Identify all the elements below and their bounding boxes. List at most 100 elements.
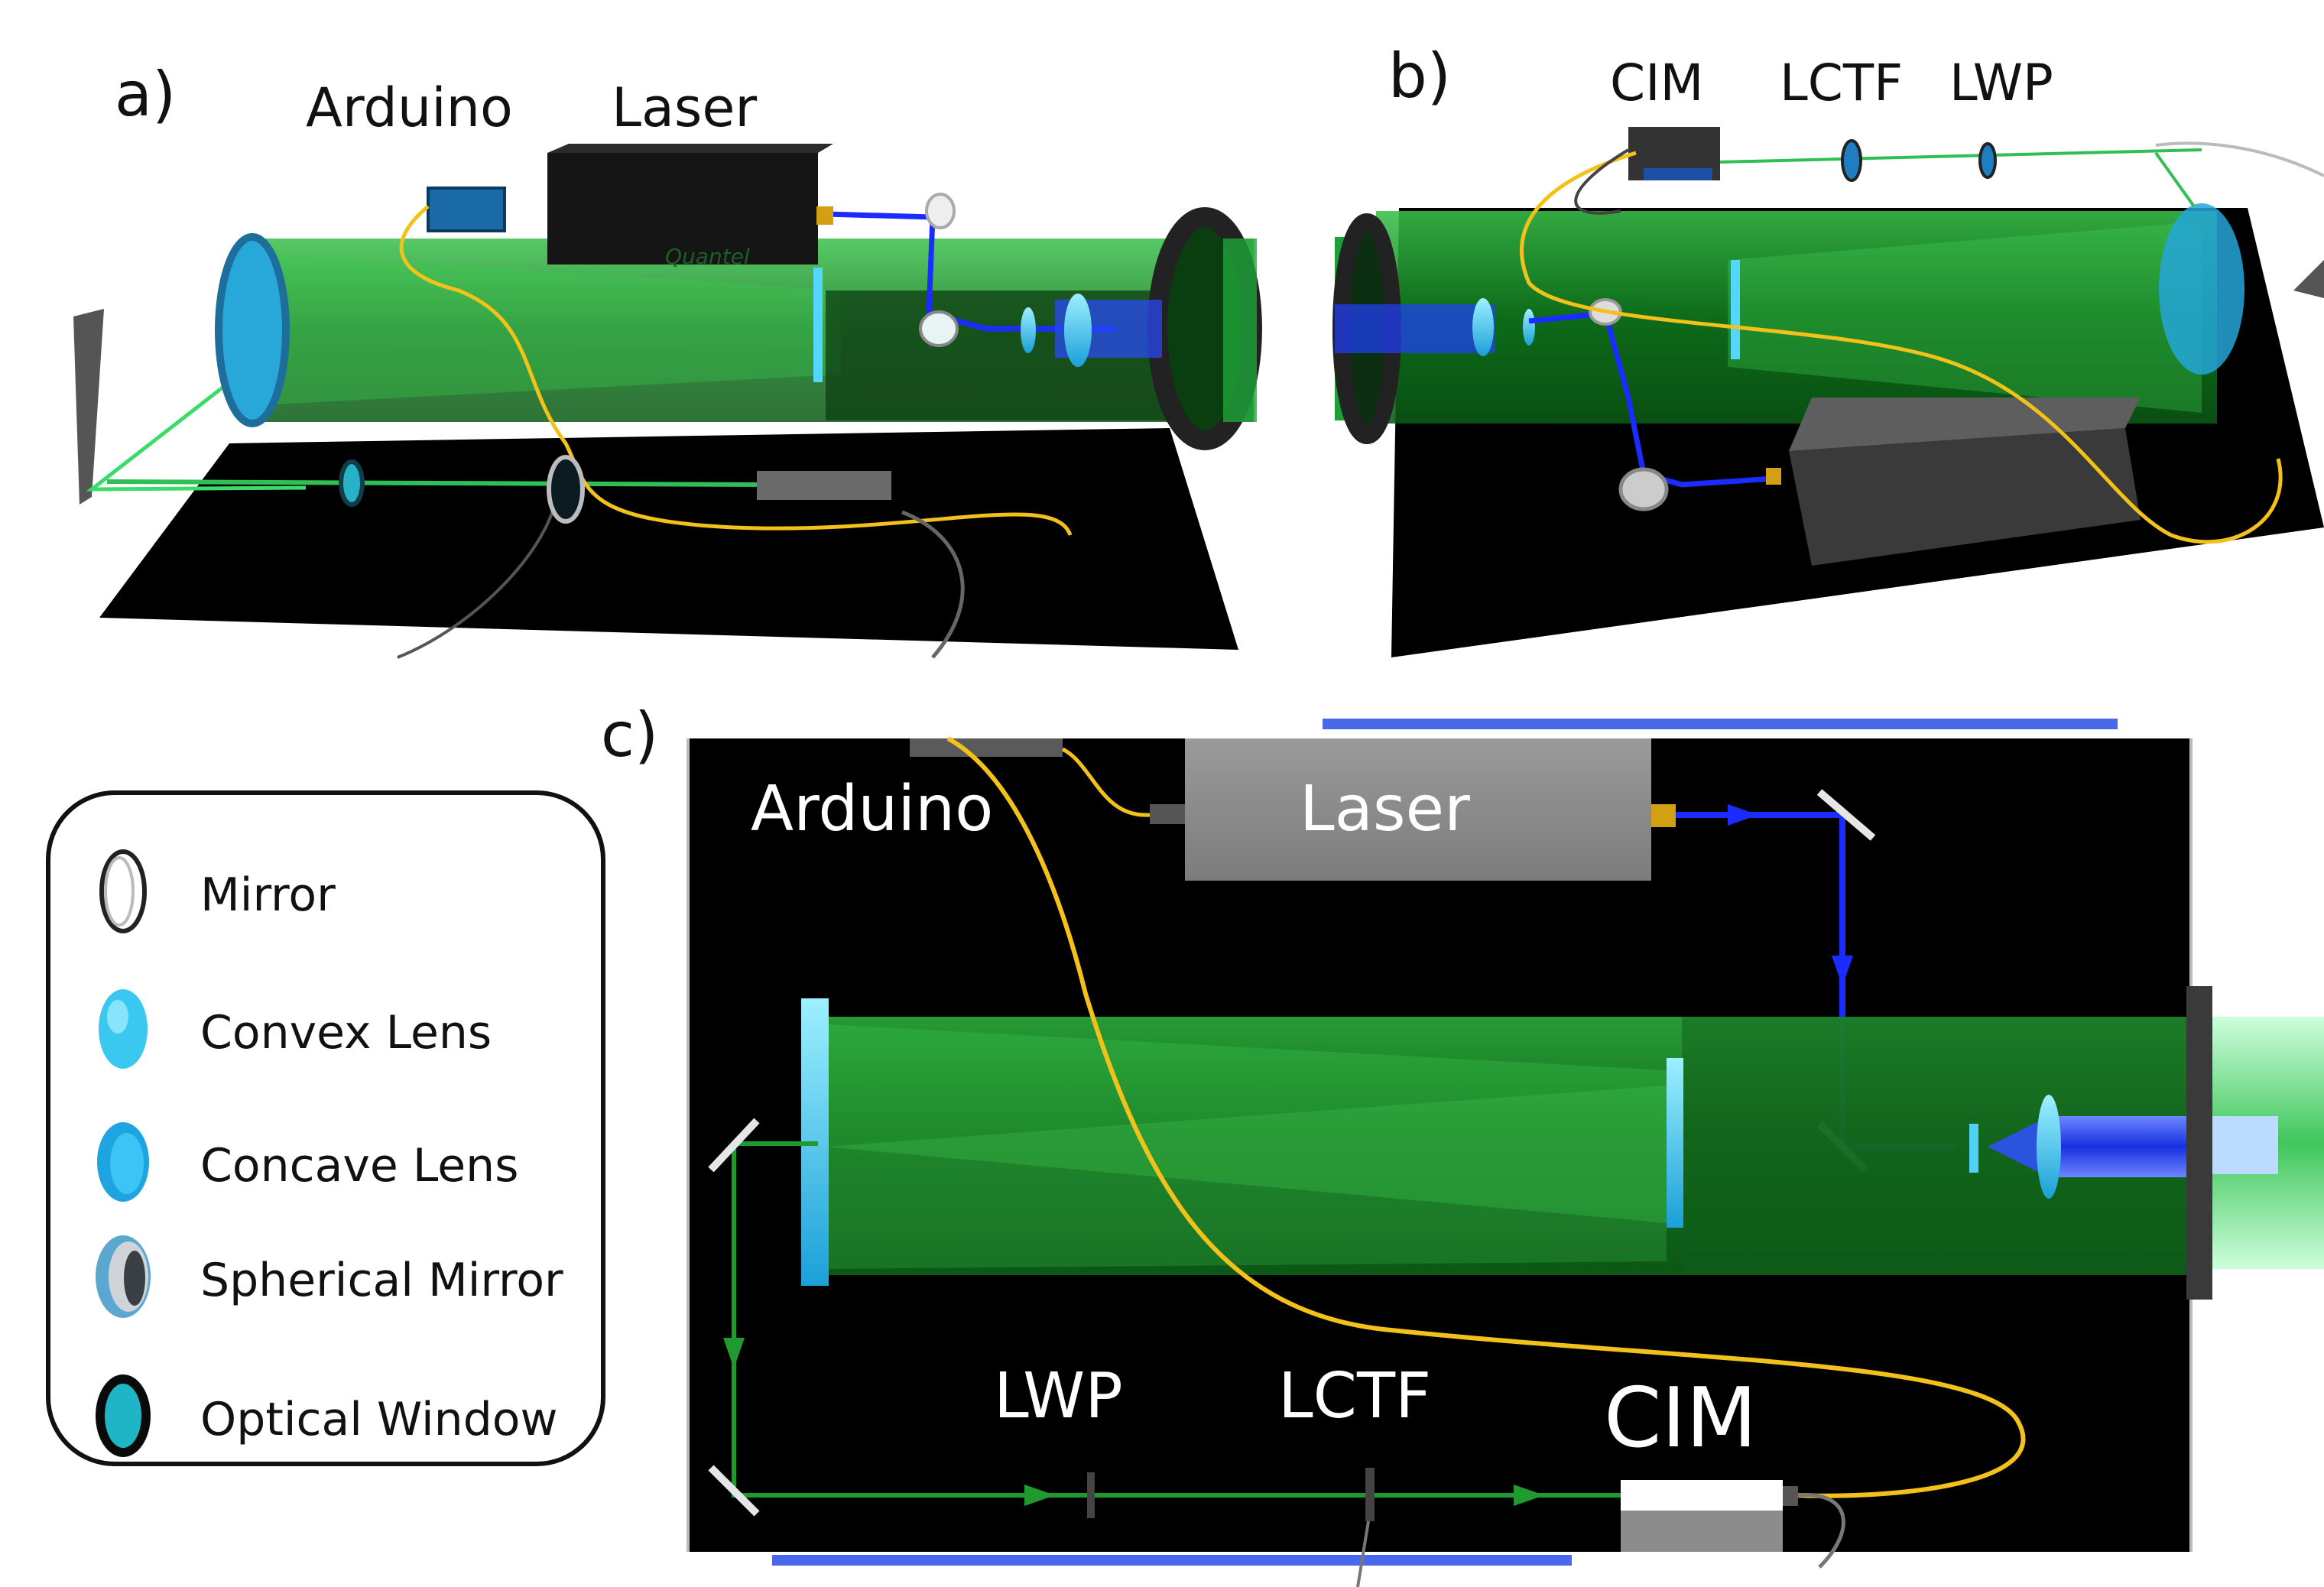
- dashed-bar-top: [1323, 719, 2118, 729]
- panel-c-lctf-label: LCTF: [1278, 1360, 1432, 1433]
- panel-a-laser-label: Laser: [612, 76, 758, 139]
- legend-item-spherical-mirror: Spherical Mirror: [50, 1217, 601, 1332]
- concave-lens-c: [1969, 1124, 1978, 1173]
- green-beam-b-down: [2154, 151, 2196, 208]
- panel-c-letter: c): [601, 699, 659, 771]
- telescope-tube-b: [1376, 211, 2217, 424]
- laser-connector-c: [1150, 804, 1185, 824]
- cim-body-c: [1621, 1511, 1783, 1552]
- convex-lens-c: [2037, 1095, 2061, 1199]
- lens-a-2: [1064, 294, 1092, 367]
- legend-label-mirror: Mirror: [200, 868, 336, 922]
- laser-box-b: [1789, 428, 2141, 566]
- laser-aperture-a: [816, 206, 833, 225]
- green-beam-a-left: [86, 381, 307, 492]
- tube-inner-cone-c-2: [826, 1086, 1667, 1269]
- green-beam-a-table: [106, 479, 765, 487]
- cable-c-2: [1356, 1520, 1370, 1587]
- fiber-c: [946, 736, 2026, 1498]
- panel-b-letter: b): [1388, 41, 1451, 112]
- cim-connector-c: [1783, 1486, 1798, 1506]
- legend-item-convex-lens: Convex Lens: [50, 969, 601, 1084]
- beam-expander-c: [2049, 1116, 2186, 1177]
- panel-c-arduino-label: Arduino: [751, 773, 994, 845]
- panel-a-letter: a): [115, 59, 177, 130]
- legend-item-concave-lens: Concave Lens: [50, 1102, 601, 1217]
- lctf-c: [1365, 1468, 1375, 1521]
- legend-label-optical-window: Optical Window: [200, 1393, 558, 1446]
- cim-box-c: [1621, 1480, 1783, 1511]
- lctf-b: [1841, 139, 1862, 182]
- cable-b: [1574, 148, 1630, 215]
- beam-arrow-c-2: [1832, 956, 1853, 986]
- laser-face-b: [1789, 398, 2141, 451]
- tube-inner-cone-b: [1728, 222, 2202, 413]
- mirror-a-1: [919, 310, 959, 347]
- cim-face-b: [1644, 168, 1712, 180]
- beam-cone-c: [1988, 1116, 2049, 1177]
- secondary-mirror-c: [1667, 1058, 1683, 1228]
- convex-lens-icon: [99, 989, 148, 1069]
- mirror-c-4: [708, 1465, 760, 1517]
- cable-b-2: [2155, 141, 2324, 177]
- concave-lens-icon: [97, 1122, 149, 1202]
- beam-arrow-c-3: [723, 1338, 745, 1368]
- fiber-b: [1520, 151, 2283, 544]
- tube-end-cap-a-left: [215, 233, 290, 427]
- panel-b: [1332, 127, 2324, 657]
- blue-input-c: [2212, 1116, 2278, 1174]
- laser-box-c: [1185, 738, 1651, 881]
- optical-table-a: [99, 428, 1238, 650]
- legend-label-spherical-mirror: Spherical Mirror: [200, 1254, 563, 1307]
- mirror-b-2: [1618, 467, 1669, 511]
- panel-a-brand-label: Quantel: [665, 244, 750, 269]
- green-beam-b: [1719, 148, 2202, 164]
- panel-c-laser-label: Laser: [1300, 773, 1470, 845]
- optical-window-c: [2186, 986, 2212, 1300]
- optical-window-a-1: [339, 459, 365, 507]
- green-output-a: [1223, 239, 1257, 422]
- laser-top-a: [547, 144, 833, 153]
- laser-box-a: [547, 153, 818, 264]
- panel-c-cim-label: CIM: [1604, 1371, 1758, 1466]
- folding-mirror-a: [73, 309, 104, 505]
- optical-window-a-2: [547, 455, 585, 524]
- panel-b-lctf-label: LCTF: [1780, 54, 1904, 112]
- optical-window-icon: [96, 1374, 151, 1457]
- lwp-c: [1087, 1472, 1095, 1518]
- panel-a: [73, 144, 1262, 659]
- arduino-board-a: [427, 187, 506, 232]
- tube-end-cap-b-right: [2159, 203, 2244, 375]
- legend: Mirror Convex Lens Concave Lens Spherica…: [46, 790, 605, 1466]
- beam-arrow-c-1: [1728, 804, 1758, 826]
- fiber-c-laser: [1061, 747, 1151, 817]
- beam-arrow-c-5: [1514, 1485, 1544, 1506]
- beam-arrow-c-4: [1024, 1485, 1055, 1506]
- lwp-b: [1978, 142, 1997, 179]
- blue-input-b: [1335, 304, 1495, 353]
- arduino-connector-c: [910, 738, 1063, 757]
- mirror-c-3: [708, 1118, 760, 1173]
- panel-b-lwp-label: LWP: [1949, 54, 2053, 112]
- legend-item-mirror: Mirror: [50, 832, 601, 946]
- lens-b-2: [1523, 309, 1535, 346]
- mirror-icon: [99, 849, 147, 933]
- dashed-bar-bottom: [772, 1555, 1572, 1566]
- tube-inner-cone-a: [260, 252, 841, 405]
- cable-a-2: [901, 510, 965, 659]
- tube-inner-cone-c-1: [826, 1024, 1667, 1223]
- cable-a: [397, 488, 560, 659]
- panel-b-cim-label: CIM: [1610, 54, 1704, 112]
- lens-a-1: [1021, 307, 1036, 353]
- laser-aperture-c: [1651, 804, 1676, 827]
- green-beam-c: [732, 1141, 1621, 1498]
- spherical-mirror-icon: [96, 1235, 151, 1318]
- panel-a-arduino-label: Arduino: [306, 76, 513, 139]
- mirror-c-1: [1816, 789, 1876, 841]
- panel-c-lwp-label: LWP: [994, 1360, 1123, 1433]
- side-mirror-b: [2293, 260, 2324, 298]
- legend-label-convex-lens: Convex Lens: [200, 1006, 492, 1060]
- legend-item-optical-window: Optical Window: [50, 1356, 601, 1471]
